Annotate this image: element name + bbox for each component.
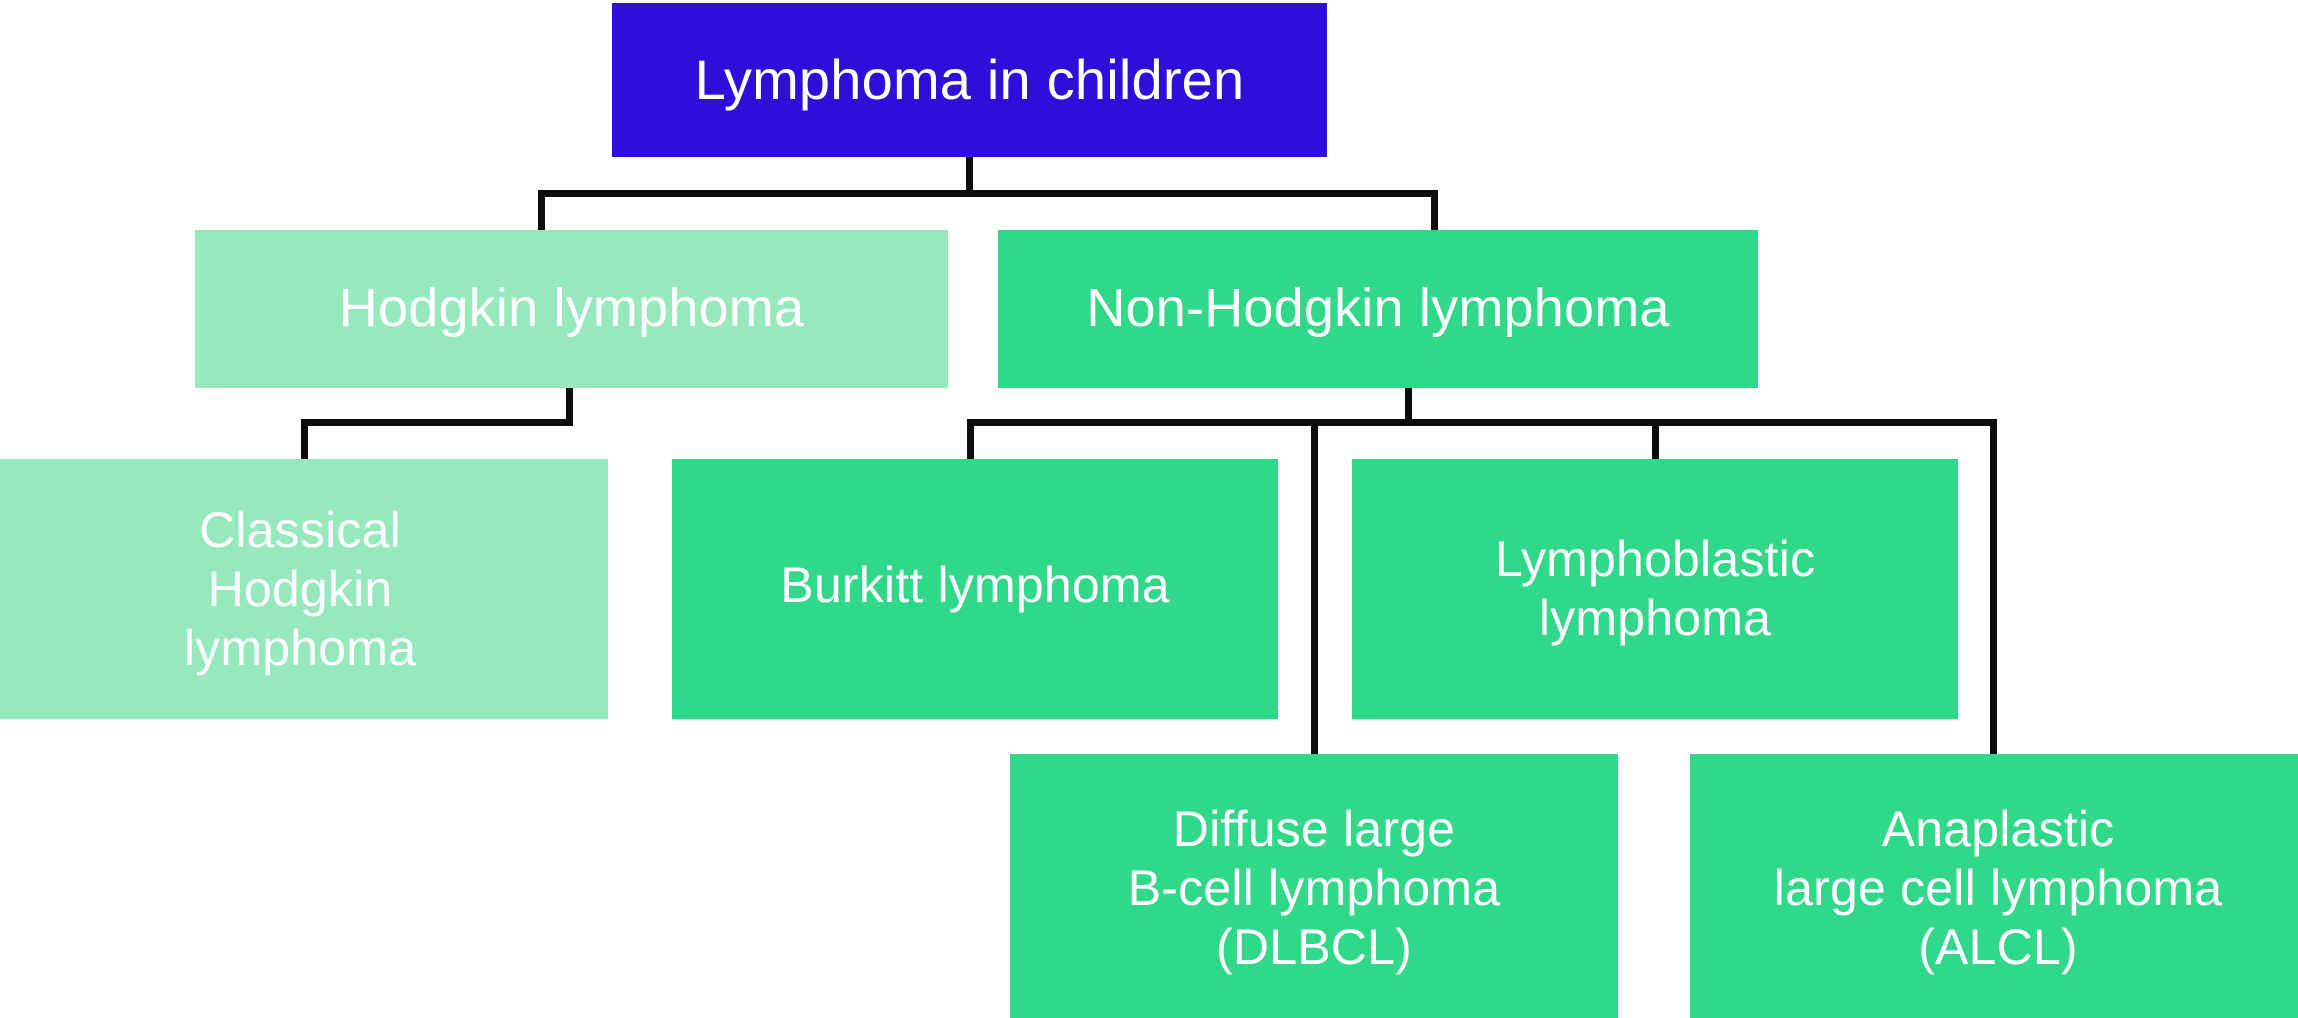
connector-non-hodgkin-to-burkitt (967, 419, 974, 463)
connector-hodgkin-stem (566, 388, 573, 426)
connector-non-hodgkin-to-lymphoblastic (1652, 419, 1659, 463)
node-burkitt-lymphoma[interactable]: Burkitt lymphoma (672, 459, 1278, 719)
connector-non-hodgkin-to-dlbcl (1311, 419, 1318, 758)
node-lymphoma-in-children[interactable]: Lymphoma in children (612, 3, 1327, 157)
connector-root-bus (538, 190, 1438, 197)
connector-non-hodgkin-bus (967, 419, 1997, 426)
node-label-burkitt: Burkitt lymphoma (780, 556, 1170, 613)
connector-hodgkin-bus (301, 419, 573, 426)
node-non-hodgkin-lymphoma[interactable]: Non-Hodgkin lymphoma (998, 230, 1758, 388)
node-label-root: Lymphoma in children (694, 47, 1245, 111)
node-label-non-hodgkin: Non-Hodgkin lymphoma (1086, 278, 1670, 339)
connector-root-stem (966, 157, 973, 193)
node-label-hodgkin: Hodgkin lymphoma (338, 278, 805, 339)
connector-non-hodgkin-to-alcl (1990, 419, 1997, 758)
node-hodgkin-lymphoma[interactable]: Hodgkin lymphoma (195, 230, 948, 388)
connector-root-to-non-hodgkin (1431, 190, 1438, 233)
connector-non-hodgkin-stem (1405, 388, 1412, 426)
connector-hodgkin-to-classical (301, 419, 308, 463)
connector-root-to-hodgkin (538, 190, 545, 233)
